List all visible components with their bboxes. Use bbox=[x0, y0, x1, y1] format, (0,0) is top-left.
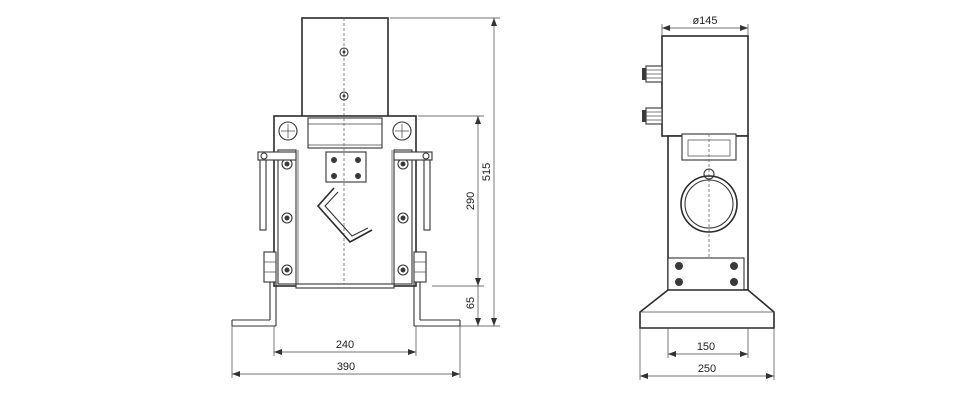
dim-diameter: ø145 bbox=[661, 15, 749, 36]
dim-total-height: 515 bbox=[390, 17, 500, 327]
dim-150-label: 150 bbox=[697, 341, 715, 353]
dim-515-label: 515 bbox=[481, 163, 493, 181]
v-clamp-jaw bbox=[316, 187, 373, 244]
dim-390-label: 390 bbox=[337, 361, 355, 373]
column-bolt-2 bbox=[339, 91, 349, 101]
left-base-leg bbox=[231, 251, 277, 327]
left-clamp-arm bbox=[257, 151, 297, 231]
main-body bbox=[273, 115, 417, 287]
dim-240-label: 240 bbox=[336, 339, 354, 351]
center-plate-bolts bbox=[331, 157, 361, 179]
ring-hook bbox=[703, 168, 715, 180]
left-rail bbox=[277, 149, 297, 285]
side-base bbox=[639, 289, 775, 329]
right-lifting-hole bbox=[392, 121, 412, 141]
dim-outer-width: 390 bbox=[231, 326, 461, 378]
column-bolt-1 bbox=[339, 47, 349, 57]
dim-diameter-label: ø145 bbox=[692, 15, 717, 27]
dim-base-height: 65 bbox=[465, 286, 481, 326]
upper-channel bbox=[307, 117, 383, 149]
dim-inner-width: 240 bbox=[273, 326, 417, 356]
front-view: 515 290 65 240 bbox=[231, 17, 500, 378]
dim-side-outer-width: 250 bbox=[639, 328, 775, 380]
lifting-ring bbox=[680, 175, 738, 233]
upper-coupler bbox=[642, 65, 663, 83]
left-lifting-hole bbox=[278, 121, 298, 141]
cylinder-body bbox=[661, 35, 749, 137]
top-column bbox=[301, 17, 389, 119]
side-view: ø145 150 250 bbox=[639, 15, 775, 380]
lower-coupler bbox=[642, 107, 663, 125]
right-rail bbox=[393, 149, 413, 285]
dim-65-label: 65 bbox=[465, 297, 477, 309]
base-plate bbox=[295, 283, 395, 289]
dim-side-inner-width: 150 bbox=[667, 328, 749, 358]
dim-body-height: 290 bbox=[418, 115, 484, 287]
right-base-leg bbox=[413, 251, 461, 327]
dim-290-label: 290 bbox=[465, 192, 477, 210]
dim-250-label: 250 bbox=[698, 363, 716, 375]
rail-bolts bbox=[281, 158, 409, 276]
side-plate-bolts bbox=[675, 262, 738, 286]
right-clamp-arm bbox=[393, 151, 433, 231]
